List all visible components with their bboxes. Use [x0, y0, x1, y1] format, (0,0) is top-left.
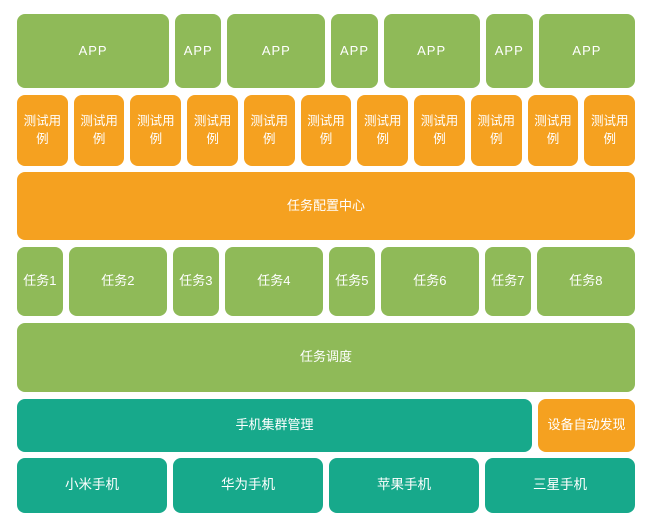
- phone-row: 小米手机 华为手机 苹果手机 三星手机: [17, 458, 635, 513]
- task-block: 任务1: [17, 247, 63, 316]
- task-block: 任务5: [329, 247, 375, 316]
- test-case-block: 测试用例: [187, 95, 238, 166]
- phone-block-apple: 苹果手机: [329, 458, 479, 513]
- test-case-block: 测试用例: [527, 95, 579, 166]
- task-block: 任务6: [380, 247, 479, 316]
- test-case-block: 测试用例: [17, 95, 68, 166]
- app-row: APP APP APP APP APP APP APP: [17, 14, 635, 88]
- phone-block-xiaomi: 小米手机: [17, 458, 167, 513]
- task-block: 任务3: [173, 247, 219, 316]
- test-case-block: 测试用例: [414, 95, 465, 166]
- task-block: 任务7: [485, 247, 531, 316]
- app-block: APP: [485, 14, 533, 88]
- app-block: APP: [175, 14, 222, 88]
- test-case-block: 测试用例: [130, 95, 182, 166]
- task-row: 任务1 任务2 任务3 任务4 任务5 任务6 任务7 任务8: [17, 247, 635, 316]
- device-discovery-block: 设备自动发现: [538, 399, 635, 452]
- test-case-block: 测试用例: [73, 95, 125, 166]
- test-case-block: 测试用例: [300, 95, 352, 166]
- test-case-block: 测试用例: [357, 95, 409, 166]
- task-config-row: 任务配置中心: [17, 172, 635, 240]
- phone-cluster-mgmt-block: 手机集群管理: [17, 399, 532, 452]
- task-block: 任务8: [536, 247, 635, 316]
- scheduler-row: 任务调度: [17, 323, 635, 392]
- test-case-block: 测试用例: [584, 95, 636, 166]
- task-block: 任务4: [224, 247, 323, 316]
- app-block: APP: [538, 14, 635, 88]
- test-case-row: 测试用例 测试用例 测试用例 测试用例 测试用例 测试用例 测试用例 测试用例 …: [17, 95, 636, 166]
- task-scheduler-block: 任务调度: [17, 323, 635, 392]
- app-block: APP: [227, 14, 326, 88]
- task-block: 任务2: [68, 247, 167, 316]
- phone-block-samsung: 三星手机: [485, 458, 635, 513]
- phone-block-huawei: 华为手机: [173, 458, 323, 513]
- test-case-block: 测试用例: [243, 95, 295, 166]
- app-block: APP: [383, 14, 480, 88]
- cluster-row: 手机集群管理 设备自动发现: [17, 399, 635, 452]
- test-case-block: 测试用例: [470, 95, 522, 166]
- app-block: APP: [331, 14, 378, 88]
- app-block: APP: [17, 14, 170, 88]
- task-config-center-block: 任务配置中心: [17, 172, 635, 240]
